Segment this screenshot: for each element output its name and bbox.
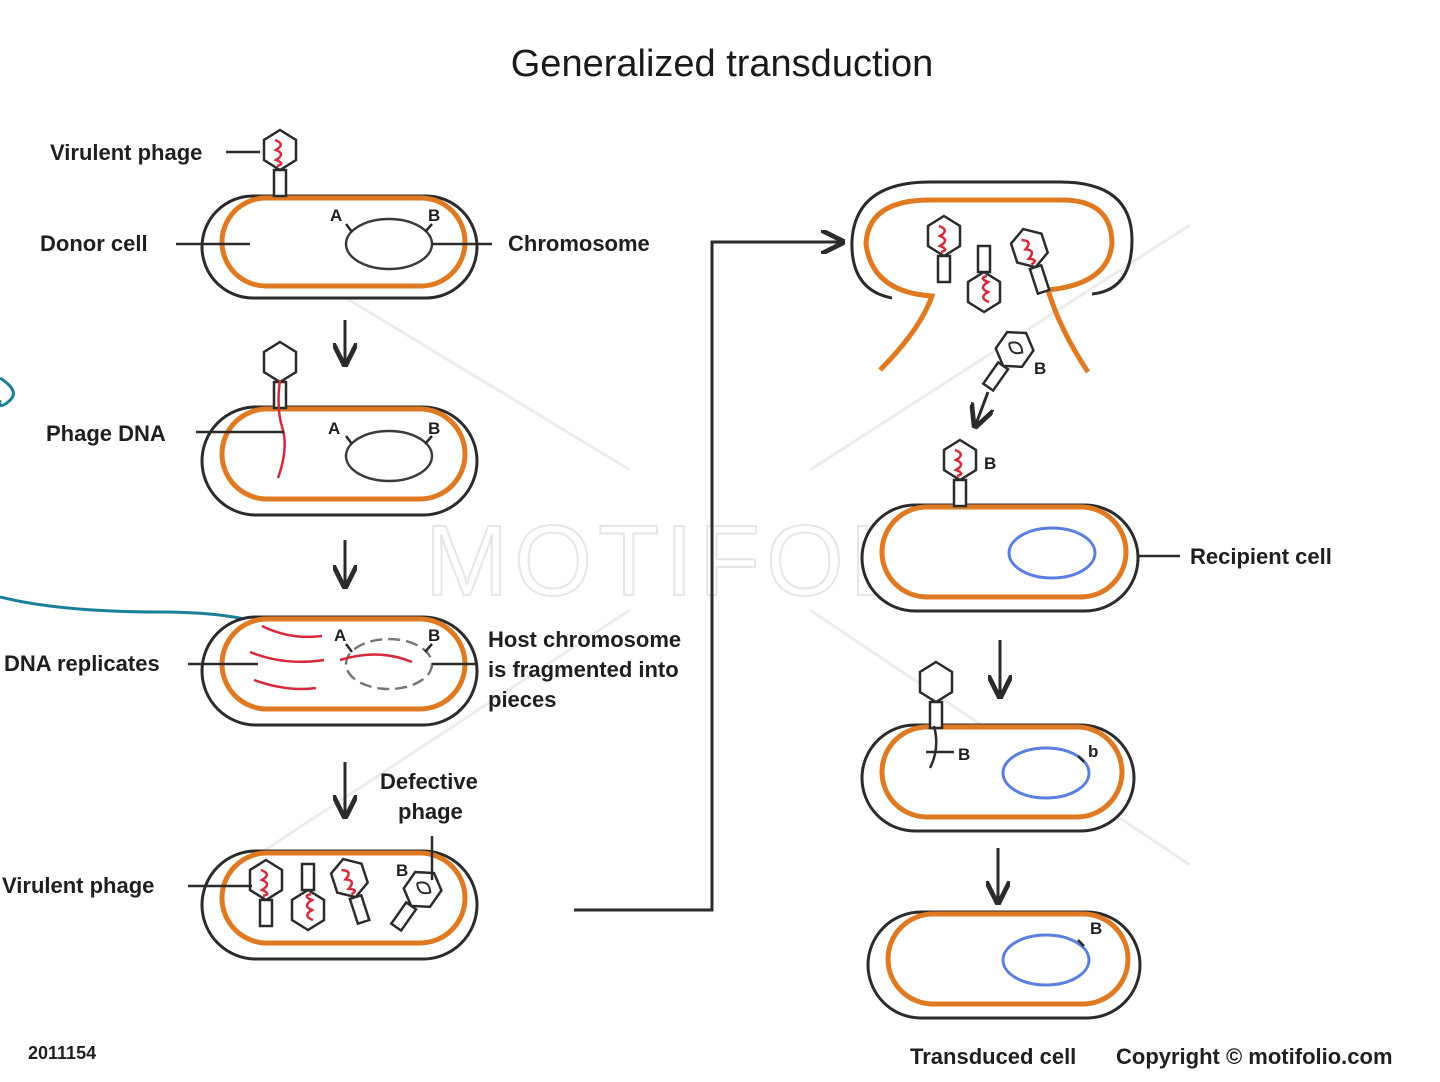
phage-injecting-icon (262, 340, 298, 410)
marker-b: B (428, 206, 440, 225)
donor-cell-stage (176, 128, 492, 300)
lysis-stage (850, 180, 1134, 398)
label-dna-replicates: DNA replicates (4, 651, 160, 676)
marker-b: B (1034, 359, 1046, 378)
phage-dna-stage (196, 340, 479, 517)
diagram-title: Generalized transduction (511, 43, 933, 85)
marker-b: B (1090, 919, 1102, 938)
dna-replicates-stage (188, 615, 479, 727)
phage-assembly-stage (188, 836, 479, 961)
label-host-chromosome-1: Host chromosome (488, 627, 681, 652)
marker-a: A (330, 206, 342, 225)
annotation-pointer-line (0, 595, 259, 624)
label-defective-phage-1: Defective (380, 769, 478, 794)
connector-arrow (574, 242, 840, 912)
label-donor-cell: Donor cell (40, 231, 148, 256)
label-host-chromosome-2: is fragmented into (488, 657, 679, 682)
annotation-squiggle (0, 376, 15, 407)
marker-b: B (984, 454, 996, 473)
marker-b-lower: b (1088, 742, 1098, 761)
label-phage-dna: Phage DNA (46, 421, 166, 446)
marker-b: B (428, 419, 440, 438)
copyright: Copyright © motifolio.com (1116, 1044, 1393, 1069)
label-virulent-phage-bottom: Virulent phage (2, 873, 154, 898)
label-defective-phage-2: phage (398, 799, 463, 824)
label-transduced-cell: Transduced cell (910, 1044, 1076, 1069)
marker-a: A (334, 626, 346, 645)
virulent-phage-icon (262, 128, 298, 198)
marker-a: A (328, 419, 340, 438)
label-recipient-cell: Recipient cell (1190, 544, 1332, 569)
marker-b: B (958, 745, 970, 764)
marker-b: B (428, 626, 440, 645)
marker-b: B (396, 861, 408, 880)
label-chromosome: Chromosome (508, 231, 650, 256)
label-virulent-phage: Virulent phage (50, 140, 202, 165)
label-host-chromosome-3: pieces (488, 687, 557, 712)
figure-id: 2011154 (28, 1043, 96, 1063)
recipient-cell-stage (860, 438, 1180, 613)
arrow-down (976, 391, 988, 424)
recipient-injection-stage (860, 660, 1136, 833)
transduced-cell-stage (866, 910, 1142, 1020)
